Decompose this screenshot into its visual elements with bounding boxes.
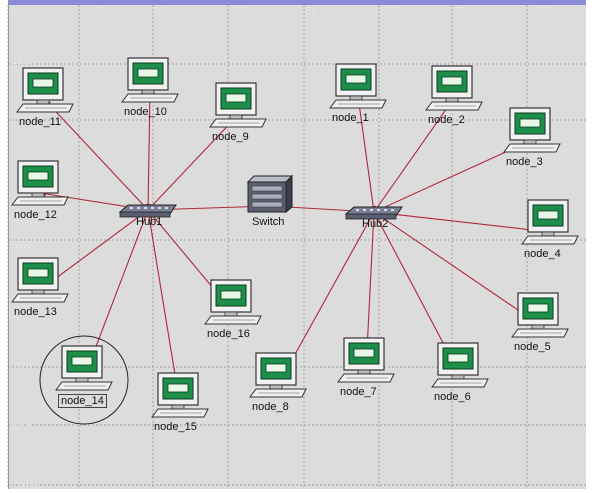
link-node_5-hub2[interactable] (373, 211, 541, 326)
node_1-label[interactable]: node_1 (332, 112, 369, 124)
computer-icon[interactable] (121, 57, 179, 103)
node_15-label[interactable]: node_15 (154, 421, 197, 433)
node_7-label[interactable]: node_7 (340, 386, 377, 398)
x-scale-label: 75.0 (454, 6, 474, 17)
hub-icon[interactable] (118, 204, 177, 218)
computer-icon[interactable] (209, 82, 267, 128)
switch-label[interactable]: Switch (252, 216, 285, 228)
y-scale-label: 75.0 (12, 361, 32, 372)
y-scale-label: 100.0 (12, 481, 38, 492)
computer-icon[interactable] (521, 199, 579, 245)
computer-icon[interactable] (337, 337, 395, 383)
node_12-label[interactable]: node_12 (14, 209, 57, 221)
node_3-label[interactable]: node_3 (506, 156, 543, 168)
node_5-label[interactable]: node_5 (514, 341, 551, 353)
computer-icon[interactable] (329, 63, 387, 109)
x-scale-label: 0.0 (10, 6, 24, 17)
node_2-label[interactable]: node_2 (428, 114, 465, 126)
computer-icon[interactable] (249, 352, 307, 398)
computer-icon[interactable] (16, 67, 74, 113)
computer-icon[interactable] (503, 107, 561, 153)
computer-icon[interactable] (431, 342, 489, 388)
computer-icon[interactable] (11, 257, 69, 303)
y-scale-label: 25.0 (12, 115, 32, 126)
hub1-label[interactable]: Hub1 (136, 216, 163, 228)
link-node_9-hub1[interactable] (147, 114, 239, 211)
computer-icon[interactable] (55, 345, 113, 391)
node_9-label[interactable]: node_9 (212, 131, 249, 143)
x-scale-label: 25.0 (155, 6, 175, 17)
x-scale-label: 50.0 (306, 6, 326, 17)
link-node_4-hub2[interactable] (373, 210, 551, 234)
computer-icon[interactable] (425, 65, 483, 111)
y-scale-label: 87.5 (12, 421, 32, 432)
node_11-label[interactable]: node_11 (19, 116, 62, 128)
x-scale-label: 37.5 (230, 6, 250, 17)
node_13-label[interactable]: node_13 (14, 306, 57, 318)
y-scale-label: 12.5 (12, 56, 32, 67)
hub-icon[interactable] (344, 206, 403, 220)
y-scale-label: 50.0 (12, 240, 32, 251)
node_6-label[interactable]: node_6 (434, 391, 471, 403)
computer-icon[interactable] (204, 279, 262, 325)
hub2-label[interactable]: Hub2 (362, 218, 389, 230)
x-scale-label: 87.5 (529, 6, 549, 17)
computer-icon[interactable] (511, 292, 569, 338)
computer-icon[interactable] (11, 160, 69, 206)
node_14-label[interactable]: node_14 (58, 394, 107, 408)
node_8-label[interactable]: node_8 (252, 401, 289, 413)
x-scale-label: 62.5 (381, 6, 401, 17)
x-scale-label: 12.5 (81, 6, 101, 17)
selection-circle (39, 335, 129, 425)
node_4-label[interactable]: node_4 (524, 248, 561, 260)
node_10-label[interactable]: node_10 (124, 106, 167, 118)
link-node_1-hub2[interactable] (356, 95, 376, 213)
switch-icon[interactable] (246, 174, 294, 214)
computer-icon[interactable] (151, 372, 209, 418)
node_16-label[interactable]: node_16 (207, 328, 250, 340)
